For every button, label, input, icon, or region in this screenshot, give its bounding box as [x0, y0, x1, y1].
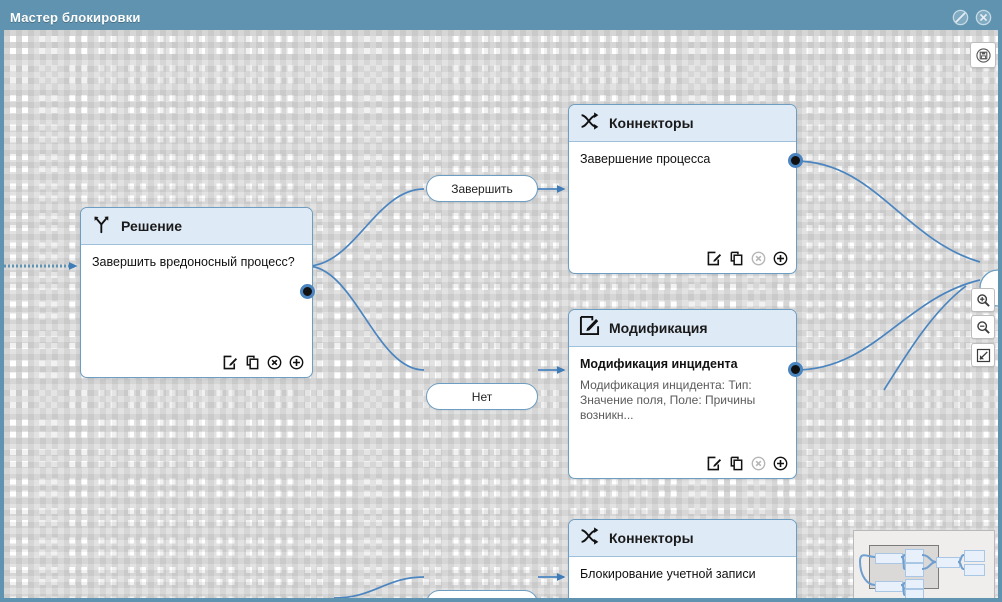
node-body: Завершить вредоносный процесс?: [81, 245, 312, 270]
edge-label-text: Заблокировать: [440, 597, 524, 599]
close-icon[interactable]: [975, 9, 992, 26]
edge-label-text: Нет: [471, 389, 493, 404]
edit-icon[interactable]: [707, 456, 722, 471]
zoom-in-button[interactable]: [971, 288, 995, 312]
edge-lower-block: [333, 576, 425, 598]
node-title: Коннекторы: [609, 115, 694, 131]
shuffle-icon: [579, 526, 600, 551]
edge-modification-merge: [794, 279, 981, 371]
node-body: Блокирование учетной записи: [569, 557, 796, 582]
minimap-node: [905, 563, 924, 577]
edge-connectorend-merge: [794, 160, 981, 263]
minimap-edges: [859, 554, 965, 596]
edit-icon[interactable]: [223, 355, 238, 370]
node-subtitle: Завершить вредоносный процесс?: [92, 255, 295, 269]
minimap-node: [905, 579, 924, 589]
edge-label-finish[interactable]: Завершить: [426, 175, 538, 202]
fork-arrows-icon: [91, 213, 112, 239]
edge-label-text: Завершить: [451, 181, 513, 196]
shuffle-icon: [579, 111, 600, 136]
edge-merge-out: [883, 285, 967, 391]
pencil-square-icon: [579, 315, 600, 341]
disable-icon[interactable]: [952, 9, 969, 26]
edge-decision-no: [306, 265, 425, 371]
node-title: Решение: [121, 218, 183, 234]
copy-icon[interactable]: [729, 251, 744, 266]
node-toolbar: [707, 251, 788, 266]
node-title: Коннекторы: [609, 530, 694, 546]
minimap-node: [964, 550, 985, 562]
node-decision[interactable]: Решение Завершить вредоносный процесс?: [80, 207, 313, 378]
edge-label-no[interactable]: Нет: [426, 383, 538, 410]
zoom-in-icon: [976, 293, 990, 307]
window-controls: [952, 9, 992, 26]
node-connector-end-port[interactable]: [788, 153, 803, 168]
edit-icon[interactable]: [707, 251, 722, 266]
node-header: Коннекторы: [569, 520, 796, 557]
node-connector-block[interactable]: Коннекторы Блокирование учетной записи: [568, 519, 797, 598]
delete-icon: [751, 251, 766, 266]
node-header: Модификация: [569, 310, 796, 347]
zoom-out-button[interactable]: [971, 315, 995, 339]
diagram-canvas[interactable]: Решение Завершить вредоносный процесс?: [4, 30, 998, 598]
edge-label-block[interactable]: Заблокировать: [426, 590, 538, 598]
minimap-node: [964, 564, 985, 576]
add-icon[interactable]: [773, 251, 788, 266]
copy-icon[interactable]: [245, 355, 260, 370]
add-icon[interactable]: [289, 355, 304, 370]
zoom-out-icon: [976, 320, 990, 334]
node-connector-end[interactable]: Коннекторы Завершение процесса: [568, 104, 797, 274]
window-titlebar: Мастер блокировки: [4, 4, 998, 30]
edge-decision-finish: [306, 188, 425, 267]
node-header: Коннекторы: [569, 105, 796, 142]
node-title: Модификация: [609, 320, 708, 336]
node-body: Модификация инцидента Модификация инциде…: [569, 347, 796, 423]
node-decision-port[interactable]: [300, 284, 315, 299]
add-icon[interactable]: [773, 456, 788, 471]
node-toolbar: [223, 355, 304, 370]
window-title: Мастер блокировки: [10, 9, 141, 25]
node-toolbar: [707, 456, 788, 471]
node-subtitle: Завершение процесса: [580, 152, 711, 166]
node-subtitle: Модификация инцидента: [580, 357, 738, 371]
node-body: Завершение процесса: [569, 142, 796, 167]
fit-screen-button[interactable]: [971, 343, 995, 367]
minimap-node: [905, 589, 924, 598]
node-header: Решение: [81, 208, 312, 245]
save-icon: [975, 47, 991, 63]
minimap[interactable]: [853, 530, 995, 598]
node-modification-port[interactable]: [788, 362, 803, 377]
save-button[interactable]: [970, 42, 996, 68]
delete-icon: [751, 456, 766, 471]
node-modification[interactable]: Модификация Модификация инцидента Модифи…: [568, 309, 797, 479]
copy-icon[interactable]: [729, 456, 744, 471]
node-subtitle: Блокирование учетной записи: [580, 567, 756, 581]
fit-screen-icon: [976, 348, 990, 362]
node-description: Модификация инцидента: Тип: Значение пол…: [580, 378, 756, 422]
delete-icon[interactable]: [267, 355, 282, 370]
